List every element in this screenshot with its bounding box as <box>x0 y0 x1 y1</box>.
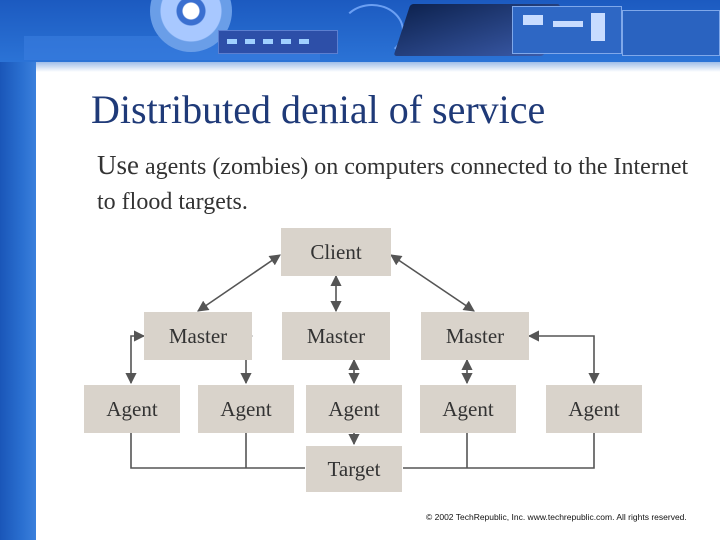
circuit-board-icon <box>512 6 622 54</box>
connector-agents-right-target <box>403 433 595 469</box>
subtitle-first-word: Use <box>97 150 139 180</box>
client-node: Client <box>281 228 391 276</box>
left-decor-band <box>0 0 36 540</box>
agent-node-3: Agent <box>306 385 402 433</box>
connector-master3-agent5 <box>527 330 600 385</box>
agent-node-2: Agent <box>198 385 294 433</box>
target-node: Target <box>306 446 402 492</box>
header-image-band <box>0 0 720 62</box>
master-node-3: Master <box>421 312 529 360</box>
network-device-icon <box>218 30 338 54</box>
agent-node-1: Agent <box>84 385 180 433</box>
subtitle-rest: agents (zombies) on computers connected … <box>97 154 689 215</box>
copyright-footer: © 2002 TechRepublic, Inc. www.techrepubl… <box>426 512 687 522</box>
slide-title: Distributed denial of service <box>91 87 546 132</box>
connector-client-master-1 <box>197 254 281 312</box>
agent-node-4: Agent <box>420 385 516 433</box>
connector-master1-agent1 <box>125 330 146 385</box>
connector-client-master-3 <box>390 254 475 312</box>
slide-subtitle: Use agents (zombies) on computers connec… <box>97 148 697 220</box>
agent-node-5: Agent <box>546 385 642 433</box>
master-node-2: Master <box>282 312 390 360</box>
connector-agents-left-target <box>130 433 305 469</box>
panel-top-shade <box>36 62 720 72</box>
master-node-1: Master <box>144 312 252 360</box>
